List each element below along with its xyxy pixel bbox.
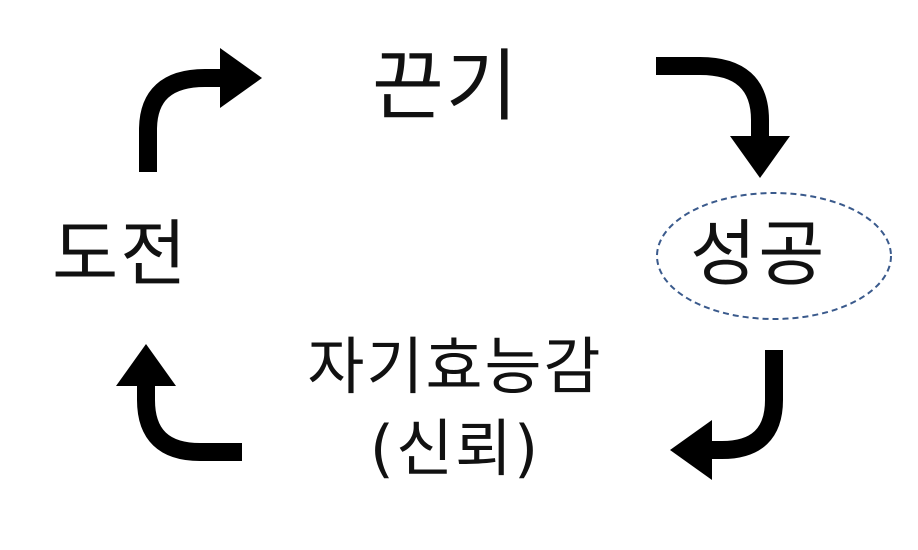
arrow-grit-to-success	[656, 57, 790, 178]
arrow-efficacy-to-challenge	[116, 344, 242, 461]
node-self-efficacy-label: 자기효능감	[307, 330, 603, 403]
node-challenge-label: 도전	[52, 212, 189, 296]
node-grit-label: 끈기	[372, 42, 520, 132]
arrow-challenge-to-grit	[139, 48, 262, 172]
node-trust-label: (신뢰)	[369, 412, 541, 485]
node-success-label: 성공	[690, 212, 827, 296]
success-highlight-ellipse	[656, 192, 892, 320]
arrow-success-to-efficacy	[670, 350, 783, 480]
